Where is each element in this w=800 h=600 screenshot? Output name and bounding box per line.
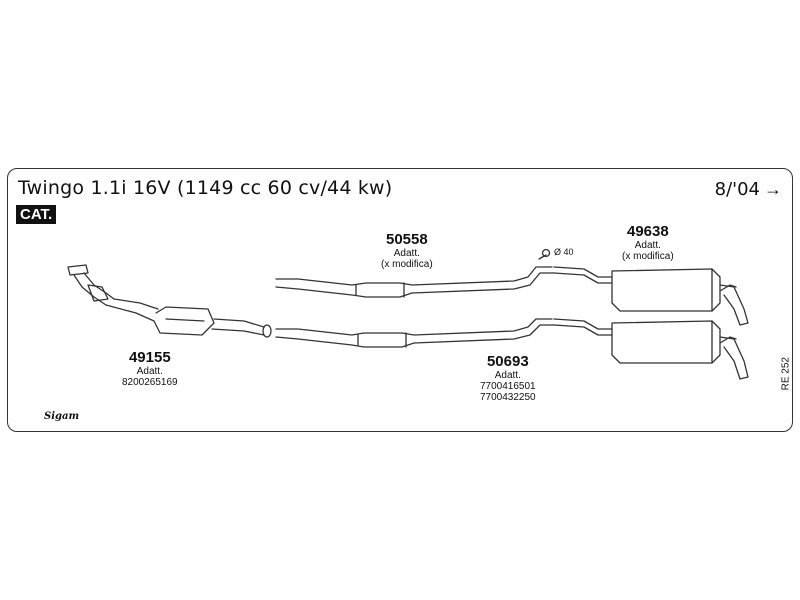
part-number: 50558 (385, 231, 428, 248)
part-code: 8200265169 (122, 377, 178, 388)
rear-silencer-lower[interactable] (553, 318, 749, 380)
part-label-50558[interactable]: 50558 Adatt. (x modifica) (381, 231, 433, 270)
part-number: 50693 (486, 353, 529, 370)
part-number: 49638 (626, 223, 669, 240)
intermediate-pipe-lower[interactable] (275, 318, 555, 348)
part-label-49155[interactable]: 49155 Adatt. 8200265169 (122, 349, 178, 388)
diameter-label: Ø 40 (554, 247, 574, 257)
part-label-49638[interactable]: 49638 Adatt. (x modifica) (622, 223, 674, 262)
part-code: 7700432250 (480, 392, 536, 403)
catalog-panel: Twingo 1.1i 16V (1149 cc 60 cv/44 kw) 8/… (7, 168, 793, 432)
arrow-right-icon: → (764, 179, 782, 199)
part-note: (x modifica) (622, 251, 674, 262)
rear-silencer-upper[interactable] (553, 266, 749, 326)
diameter-leader (538, 254, 547, 260)
part-number: 49155 (128, 349, 171, 366)
brand-logo: Sigam (44, 411, 80, 422)
part-note: Adatt. (494, 370, 521, 381)
vehicle-title: Twingo 1.1i 16V (1149 cc 60 cv/44 kw) (18, 177, 393, 199)
part-label-50693[interactable]: 50693 Adatt. 7700416501 7700432250 (480, 353, 536, 403)
intermediate-pipe-upper[interactable] (275, 266, 555, 298)
exhaust-drawing (67, 248, 749, 380)
model-date: 8/'04 (714, 179, 760, 200)
part-note: Adatt. (136, 366, 163, 377)
part-note: Adatt. (634, 240, 661, 251)
part-code: 7700416501 (480, 381, 536, 392)
catalytic-converter-part[interactable] (67, 264, 272, 338)
part-note: (x modifica) (381, 259, 433, 270)
diameter-icon (541, 248, 551, 258)
part-note: Adatt. (393, 248, 420, 259)
category-badge: CAT. (16, 205, 57, 224)
reference-code: RE 252 (780, 357, 791, 391)
